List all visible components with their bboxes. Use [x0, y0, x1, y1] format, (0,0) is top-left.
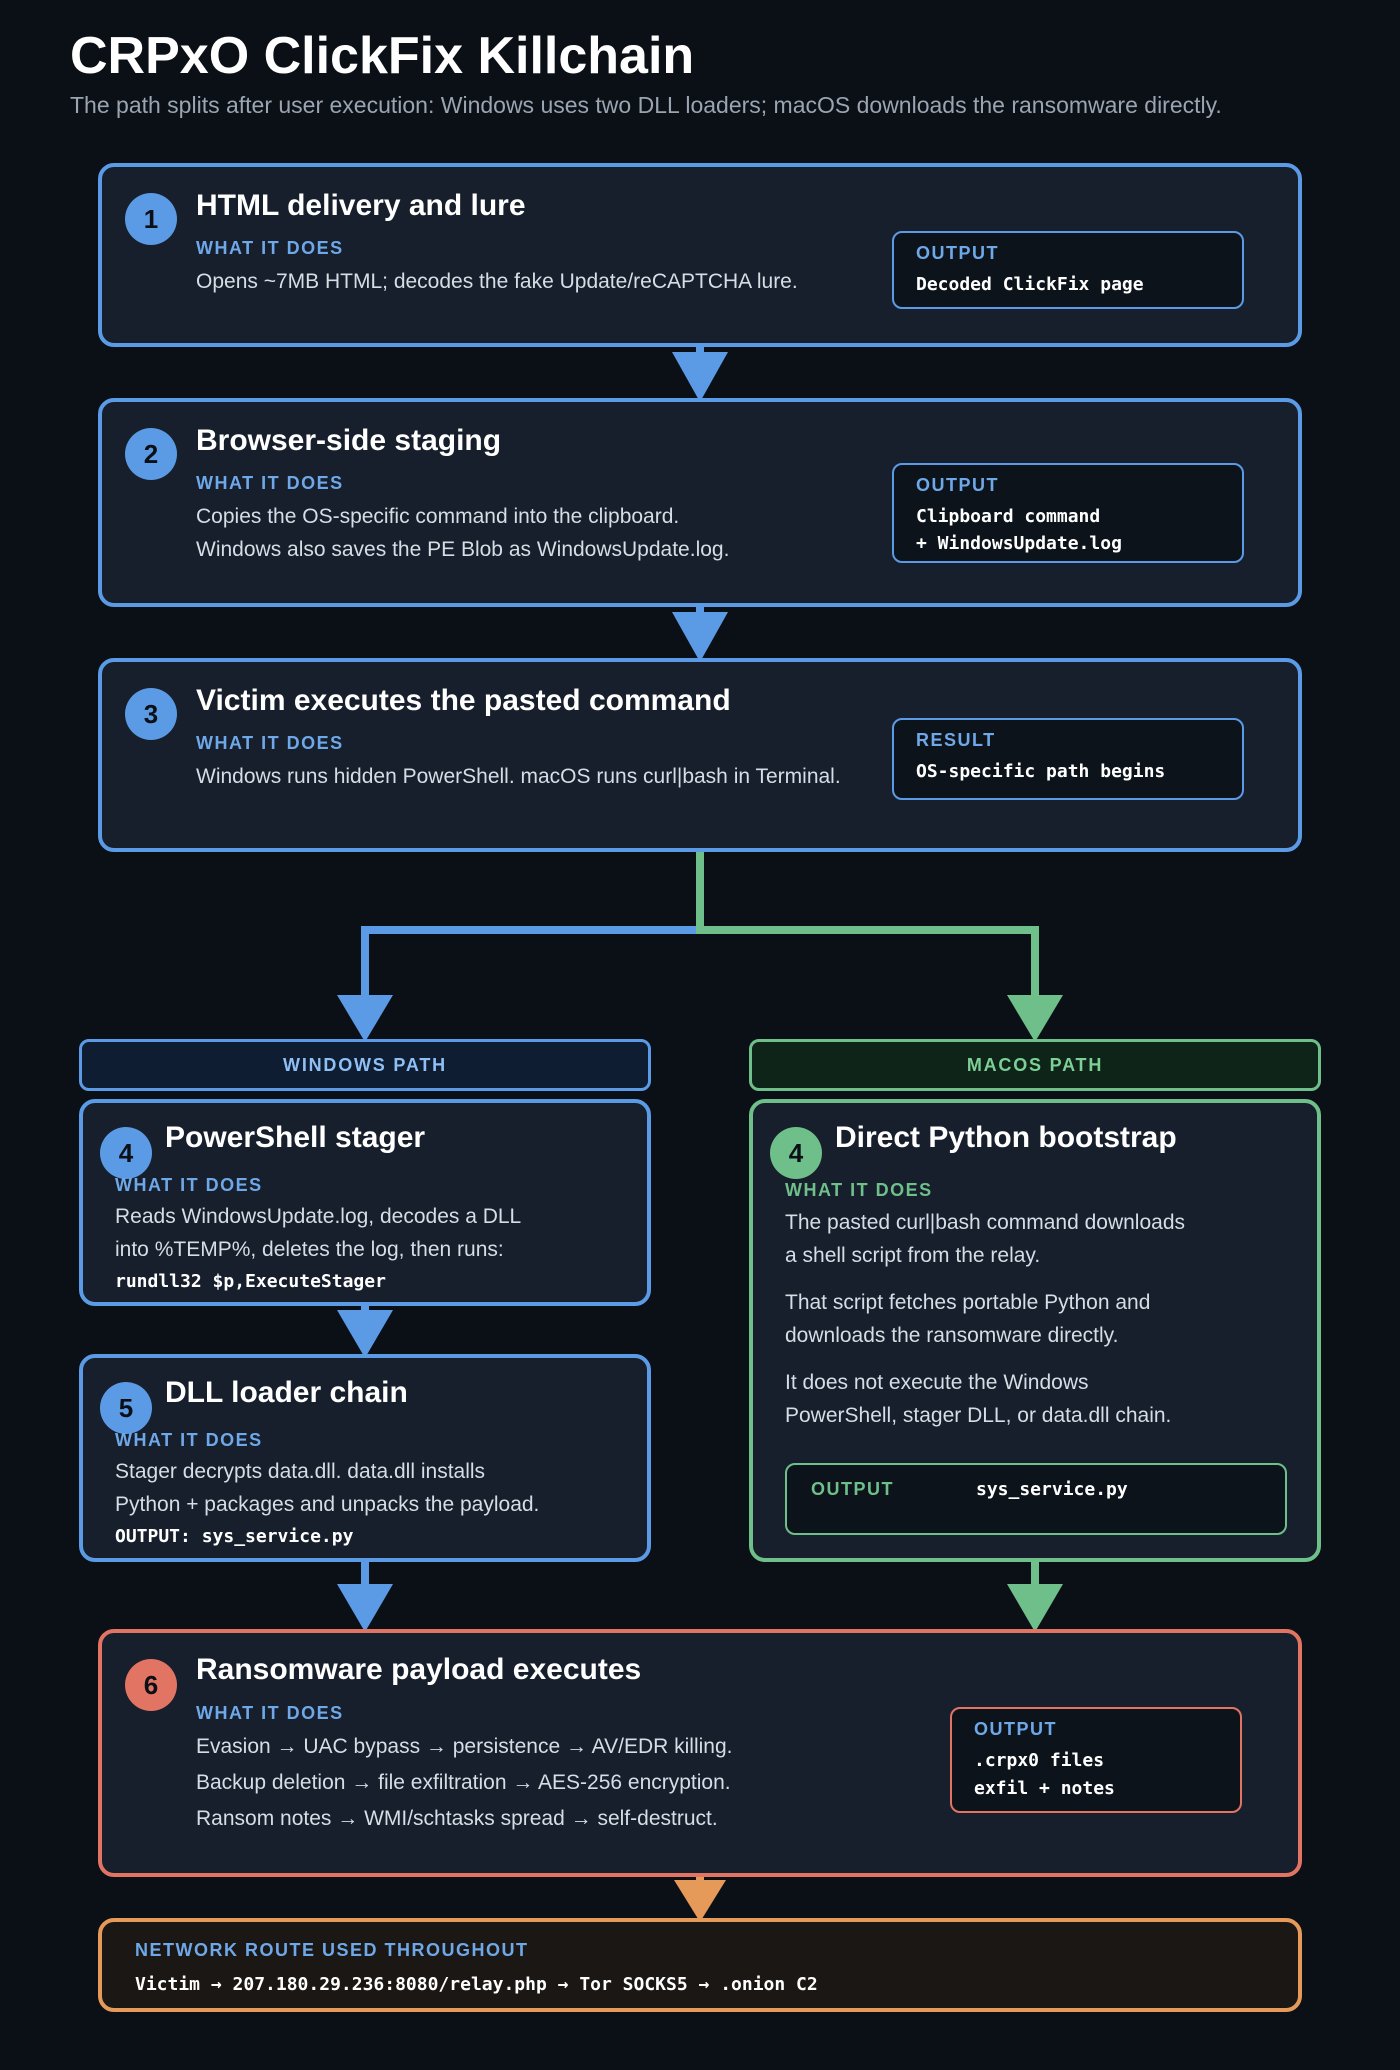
step-6-line-1: Evasion → UAC bypass → persistence → AV/… [196, 1735, 733, 1758]
step-6-output-line-1: .crpx0 files [974, 1750, 1105, 1771]
step-6-output-line-2: exfil + notes [974, 1778, 1115, 1799]
step-1-title: HTML delivery and lure [196, 189, 526, 222]
step-2-line-1: Copies the OS-specific command into the … [196, 505, 680, 528]
step-3-line-1: Windows runs hidden PowerShell. macOS ru… [196, 765, 841, 788]
connector-m4-6-line [1031, 1560, 1039, 1590]
step-1-card: 1 HTML delivery and lure WHAT IT DOES Op… [98, 163, 1302, 347]
step-3-result-value: OS-specific path begins [916, 761, 1166, 782]
step-2-number: 2 [125, 428, 177, 480]
macos-step-4-p2-line-2: downloads the ransomware directly. [785, 1324, 1119, 1347]
windows-step-4-description: Reads WindowsUpdate.log, decodes a DLL i… [115, 1200, 521, 1266]
macos-step-4-p3-line-1: It does not execute the Windows [785, 1371, 1089, 1394]
page-title: CRPxO ClickFix Killchain [70, 27, 695, 85]
windows-step-5-line-1: Stager decrypts data.dll. data.dll insta… [115, 1460, 486, 1483]
step-3-label: WHAT IT DOES [196, 733, 344, 753]
macos-step-4-card: 4 Direct Python bootstrap WHAT IT DOES T… [749, 1099, 1321, 1562]
arrow-w4-w5 [337, 1310, 393, 1358]
branch-macos-line [696, 850, 1039, 1000]
step-1-number: 1 [125, 193, 177, 245]
macos-step-4-output-box: OUTPUT sys_service.py [785, 1463, 1287, 1535]
step-2-output-line-1: Clipboard command [916, 506, 1101, 527]
arrow-6-net [674, 1880, 726, 1922]
step-6-title: Ransomware payload executes [196, 1653, 642, 1686]
step-3-result-box: RESULT OS-specific path begins [892, 718, 1244, 800]
macos-path-header: MACOS PATH [749, 1039, 1321, 1091]
connector-w5-6-line [361, 1560, 369, 1590]
windows-step-4-command: rundll32 $p,ExecuteStager [115, 1271, 386, 1292]
network-route-label: NETWORK ROUTE USED THROUGHOUT [135, 1940, 529, 1960]
windows-step-4-line-1: Reads WindowsUpdate.log, decodes a DLL [115, 1205, 522, 1228]
connector-2-3-line [696, 604, 704, 618]
windows-step-4-title: PowerShell stager [165, 1121, 426, 1154]
windows-step-5-label: WHAT IT DOES [115, 1430, 263, 1450]
macos-step-4-p1-line-1: The pasted curl|bash command downloads [785, 1211, 1186, 1234]
windows-step-4-label: WHAT IT DOES [115, 1175, 263, 1195]
step-2-label: WHAT IT DOES [196, 473, 344, 493]
step-1-description: Opens ~7MB HTML; decodes the fake Update… [196, 265, 798, 298]
windows-step-4-number: 4 [100, 1127, 152, 1179]
step-1-line-1: Opens ~7MB HTML; decodes the fake Update… [196, 270, 798, 293]
macos-step-4-p3-line-2: PowerShell, stager DLL, or data.dll chai… [785, 1404, 1172, 1427]
step-6-label: WHAT IT DOES [196, 1703, 344, 1723]
step-6-line-3: Ransom notes → WMI/schtasks spread → sel… [196, 1807, 718, 1830]
arrow-windows-branch [337, 995, 393, 1042]
macos-step-4-paragraph-3: It does not execute the Windows PowerShe… [785, 1366, 1171, 1432]
windows-step-5-title: DLL loader chain [165, 1376, 408, 1409]
step-3-title: Victim executes the pasted command [196, 684, 731, 717]
arrow-2-3 [672, 612, 728, 662]
windows-step-4-card: 4 PowerShell stager WHAT IT DOES Reads W… [79, 1099, 651, 1306]
windows-step-5-output: OUTPUT: sys_service.py [115, 1526, 354, 1547]
step-1-output-value: Decoded ClickFix page [916, 274, 1144, 295]
step-2-line-2: Windows also saves the PE Blob as Window… [196, 538, 730, 561]
step-6-card: 6 Ransomware payload executes WHAT IT DO… [98, 1629, 1302, 1877]
step-6-number: 6 [125, 1659, 177, 1711]
step-2-output-line-2: + WindowsUpdate.log [916, 533, 1122, 554]
macos-step-4-paragraph-1: The pasted curl|bash command downloads a… [785, 1206, 1185, 1272]
network-route-value: Victim → 207.180.29.236:8080/relay.php →… [135, 1974, 818, 1995]
connector-6-net-line [696, 1874, 704, 1884]
macos-step-4-output-label: OUTPUT [811, 1479, 894, 1499]
step-3-card: 3 Victim executes the pasted command WHA… [98, 658, 1302, 852]
connector-1-2-line [696, 344, 704, 358]
macos-step-4-label: WHAT IT DOES [785, 1180, 933, 1200]
step-2-card: 2 Browser-side staging WHAT IT DOES Copi… [98, 398, 1302, 607]
step-1-output-label: OUTPUT [916, 243, 999, 263]
windows-step-5-description: Stager decrypts data.dll. data.dll insta… [115, 1455, 539, 1521]
connector-w4-w5-line [361, 1302, 369, 1316]
arrow-1-2 [672, 352, 728, 402]
macos-step-4-p1-line-2: a shell script from the relay. [785, 1244, 1041, 1267]
step-2-output-box: OUTPUT Clipboard command + WindowsUpdate… [892, 463, 1244, 563]
step-3-result-label: RESULT [916, 730, 996, 750]
windows-step-5-line-2: Python + packages and unpacks the payloa… [115, 1493, 540, 1516]
macos-step-4-paragraph-2: That script fetches portable Python and … [785, 1286, 1150, 1352]
step-6-description: Evasion → UAC bypass → persistence → AV/… [196, 1729, 732, 1837]
macos-step-4-title: Direct Python bootstrap [835, 1121, 1177, 1154]
arrow-macos-branch [1007, 995, 1063, 1042]
macos-step-4-number: 4 [770, 1127, 822, 1179]
step-6-line-2: Backup deletion → file exfiltration → AE… [196, 1771, 731, 1794]
step-3-description: Windows runs hidden PowerShell. macOS ru… [196, 760, 841, 793]
step-6-output-label: OUTPUT [974, 1719, 1057, 1739]
page-subtitle: The path splits after user execution: Wi… [70, 92, 1222, 118]
step-2-description: Copies the OS-specific command into the … [196, 500, 729, 566]
step-2-output-label: OUTPUT [916, 475, 999, 495]
step-3-number: 3 [125, 688, 177, 740]
branch-windows-line [361, 850, 704, 1000]
step-2-title: Browser-side staging [196, 424, 502, 457]
macos-step-4-p2-line-1: That script fetches portable Python and [785, 1291, 1151, 1314]
arrow-m4-6 [1007, 1584, 1063, 1632]
step-1-output-box: OUTPUT Decoded ClickFix page [892, 231, 1244, 309]
windows-step-5-number: 5 [100, 1382, 152, 1434]
network-route-card: NETWORK ROUTE USED THROUGHOUT Victim → 2… [98, 1918, 1302, 2012]
step-1-label: WHAT IT DOES [196, 238, 344, 258]
windows-step-4-line-2: into %TEMP%, deletes the log, then runs: [115, 1238, 504, 1261]
step-6-output-box: OUTPUT .crpx0 files exfil + notes [950, 1707, 1242, 1813]
windows-step-5-card: 5 DLL loader chain WHAT IT DOES Stager d… [79, 1354, 651, 1562]
windows-path-header: WINDOWS PATH [79, 1039, 651, 1091]
macos-step-4-output-value: sys_service.py [976, 1479, 1128, 1500]
arrow-w5-6 [337, 1584, 393, 1632]
